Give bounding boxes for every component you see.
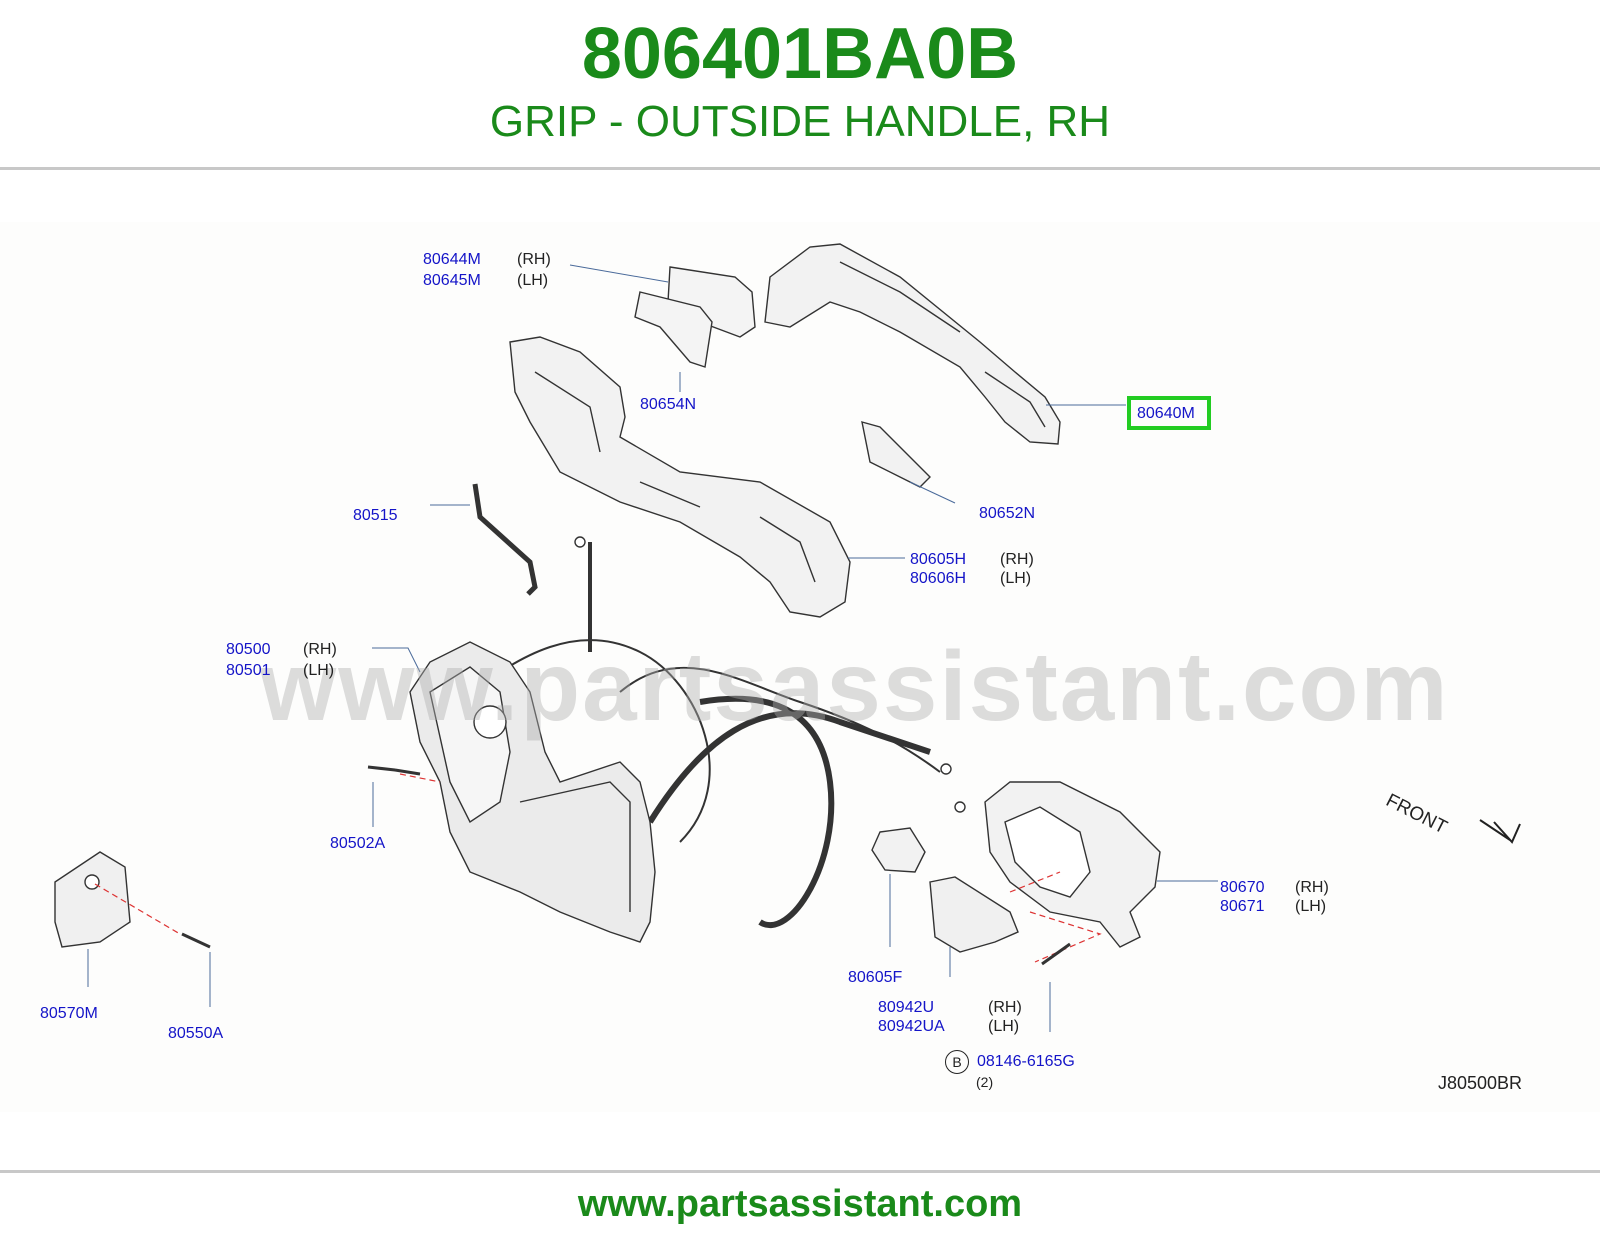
callout-80500-side: (RH) [303, 641, 337, 658]
rod-part [472, 483, 538, 596]
footer-divider [0, 1170, 1600, 1173]
callout-80501-side: (LH) [303, 662, 335, 679]
footer-url-link[interactable]: www.partsassistant.com [577, 1183, 1023, 1225]
inside-handle-part [984, 781, 1161, 948]
callout-80501[interactable]: 80501 [226, 662, 271, 679]
bolt-part [367, 765, 421, 776]
callout-80942u-side: (RH) [988, 999, 1022, 1016]
callout-80652n[interactable]: 80652N [979, 505, 1036, 522]
callout-80605h[interactable]: 80605H [910, 551, 967, 568]
callout-80645m[interactable]: 80645M [423, 272, 481, 289]
callout-80671[interactable]: 80671 [1220, 898, 1265, 915]
callout-80550a[interactable]: 80550A [168, 1025, 224, 1042]
callout-80654n[interactable]: 80654N [640, 396, 697, 413]
callout-80500[interactable]: 80500 [226, 641, 271, 658]
diagram-code: J80500BR [1438, 1073, 1523, 1093]
handle-grip-part [764, 243, 1061, 445]
escutcheon-part [634, 266, 756, 368]
door-lock-actuator-part [409, 641, 656, 943]
outside-handle-bracket-part [509, 336, 851, 618]
callout-80671-side: (LH) [1295, 898, 1327, 915]
callout-80644m-side: (RH) [517, 251, 551, 268]
clip-part [871, 827, 926, 873]
part-description: GRIP - OUTSIDE HANDLE, RH [489, 97, 1111, 146]
leader-lines [87, 264, 1218, 1032]
callout-80606h[interactable]: 80606H [910, 570, 967, 587]
striker-screw-part [181, 932, 211, 949]
header-divider [0, 167, 1600, 170]
callout-80605f[interactable]: 80605F [848, 969, 903, 986]
callout-80570m[interactable]: 80570M [40, 1005, 98, 1022]
part-number-title: 806401BA0B [581, 14, 1019, 94]
callout-80640m[interactable]: 80640M [1137, 405, 1195, 422]
cover-part [929, 876, 1019, 953]
striker-part [54, 851, 131, 948]
callout-80942ua[interactable]: 80942UA [878, 1018, 945, 1035]
callout-80942ua-side: (LH) [988, 1018, 1020, 1035]
callout-80645m-side: (LH) [517, 272, 549, 289]
callout-08146-6165g[interactable]: 08146-6165G [977, 1053, 1075, 1070]
callout-80670[interactable]: 80670 [1220, 879, 1265, 896]
callout-80515[interactable]: 80515 [353, 507, 398, 524]
diagram-area [0, 222, 1600, 1112]
callout-08146-qty: (2) [976, 1074, 994, 1090]
callout-80644m[interactable]: 80644M [423, 251, 481, 268]
spacer-part [861, 421, 931, 488]
exploded-parts-diagram [54, 243, 1521, 1032]
front-arrow-icon [1479, 819, 1521, 844]
callout-80502a[interactable]: 80502A [330, 835, 386, 852]
callout-80670-side: (RH) [1295, 879, 1329, 896]
b-marker-icon: B [945, 1050, 969, 1074]
callout-80942u[interactable]: 80942U [878, 999, 935, 1016]
screw-part [1041, 942, 1071, 966]
highlighted-part-box [1127, 396, 1211, 430]
callout-80605h-side: (RH) [1000, 551, 1034, 568]
callout-80606h-side: (LH) [1000, 570, 1032, 587]
